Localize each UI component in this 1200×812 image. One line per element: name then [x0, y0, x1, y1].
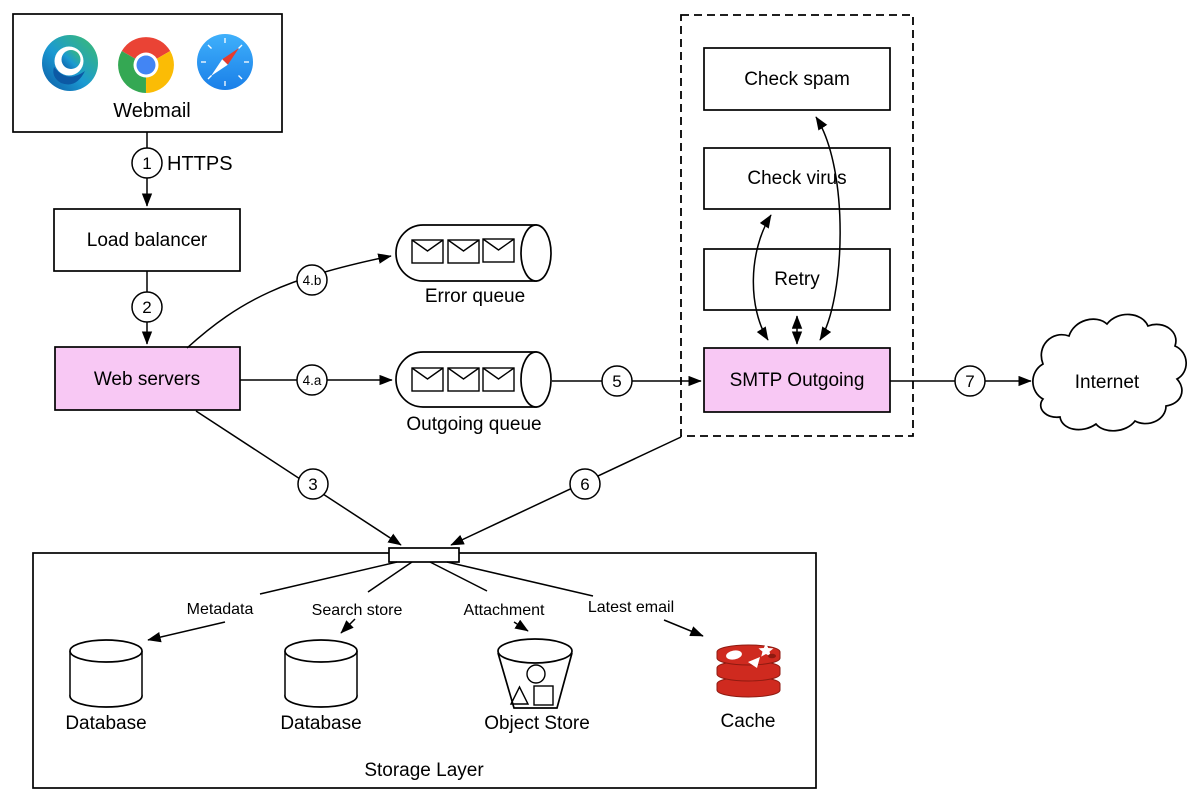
storage-item-arrows [147, 618, 704, 643]
envelope-icon [482, 238, 515, 263]
envelope-icon [447, 367, 480, 392]
latest-email-label: Latest email [588, 599, 674, 616]
storage-fanout-lines [259, 561, 594, 597]
ellipse-glyph [726, 650, 742, 660]
redis-stack-icon [716, 643, 781, 698]
retry-node: Retry [703, 248, 891, 311]
envelope-icon [411, 367, 444, 392]
svg-text:1: 1 [142, 154, 151, 173]
edge-step3: 3 [195, 410, 402, 546]
edge-step4b: 4.b [186, 253, 392, 349]
svg-text:Web servers: Web servers [94, 369, 200, 390]
outgoing-queue-node: Outgoing queue [395, 351, 552, 435]
step6-badge [569, 468, 601, 500]
svg-text:Load balancer: Load balancer [87, 230, 208, 251]
svg-text:Internet: Internet [1075, 372, 1140, 393]
queue-cylinder-icon [395, 351, 537, 408]
star-glyph [758, 643, 774, 657]
edge-step4a: 4.a [240, 364, 393, 396]
storage-junction-bar [388, 547, 460, 563]
hole-glyph [768, 653, 776, 659]
database-cylinder-icon [284, 639, 358, 708]
smtp-worker-group: Check spam Check virus Retry SMTP Outgoi… [680, 14, 914, 437]
step7-badge [954, 365, 986, 397]
svg-text:4.a: 4.a [303, 373, 322, 388]
step2-badge [131, 291, 163, 323]
triangle-glyph [748, 657, 760, 668]
edge-step5: 5 [552, 365, 702, 397]
webmail-label: Webmail [113, 100, 190, 122]
envelope-icon [447, 239, 480, 264]
load-balancer-node: Load balancer [53, 208, 241, 272]
svg-text:7: 7 [965, 372, 974, 391]
object-store-node: Object Store [484, 638, 590, 734]
internet-node: Internet [1032, 313, 1187, 432]
svg-text:Database: Database [65, 713, 146, 734]
error-queue-node: Error queue [395, 224, 552, 307]
svg-text:5: 5 [612, 372, 621, 391]
storage-layer-container: Storage Layer [32, 552, 817, 789]
step3-badge [297, 468, 329, 500]
check-virus-node: Check virus [703, 147, 891, 210]
edge-step7: 7 [890, 365, 1032, 397]
svg-text:4.b: 4.b [303, 273, 322, 288]
svg-text:SMTP Outgoing: SMTP Outgoing [730, 370, 865, 391]
outgoing-queue-label: Outgoing queue [406, 414, 541, 435]
svg-text:3: 3 [308, 475, 317, 494]
step4b-badge [296, 264, 328, 296]
edge-step6: 6 [450, 436, 682, 546]
step1-badge [131, 147, 163, 179]
database-cylinder-icon [69, 639, 143, 708]
web-servers-node: Web servers [54, 346, 241, 411]
edge-smtp-check-virus [752, 214, 772, 341]
svg-text:Cache: Cache [721, 711, 776, 732]
envelope-icon [482, 367, 515, 392]
svg-text:Check spam: Check spam [744, 69, 850, 90]
chrome-browser-icon [118, 37, 174, 93]
database-search-node: Database [280, 639, 362, 734]
webmail-client-box: Webmail [12, 13, 283, 133]
storage-layer-label: Storage Layer [364, 760, 484, 781]
edge-browser-icon [42, 35, 98, 91]
smtp-outgoing-node: SMTP Outgoing [703, 347, 891, 413]
svg-text:6: 6 [580, 475, 589, 494]
cloud-shape [1032, 313, 1187, 432]
search-store-label: Search store [312, 602, 403, 619]
step4a-badge [296, 364, 328, 396]
safari-browser-icon [197, 34, 253, 90]
step5-badge [601, 365, 633, 397]
attachment-label: Attachment [464, 602, 545, 619]
check-spam-node: Check spam [703, 47, 891, 111]
bucket-icon [497, 638, 573, 709]
svg-text:Check virus: Check virus [747, 168, 846, 189]
svg-text:Retry: Retry [774, 269, 820, 290]
edge-step2: 2 [131, 271, 163, 345]
envelope-icon [411, 239, 444, 264]
metadata-label: Metadata [187, 601, 254, 618]
database-metadata-node: Database [65, 639, 147, 734]
svg-text:Object Store: Object Store [484, 713, 590, 734]
error-queue-label: Error queue [425, 286, 525, 307]
queue-cylinder-icon [395, 224, 537, 282]
edge-step1-https: 1 HTTPS [131, 132, 233, 207]
https-label: HTTPS [167, 153, 233, 175]
svg-text:Database: Database [280, 713, 361, 734]
svg-text:2: 2 [142, 298, 151, 317]
cache-node: Cache [716, 643, 781, 732]
edge-smtp-check-spam [815, 116, 841, 341]
